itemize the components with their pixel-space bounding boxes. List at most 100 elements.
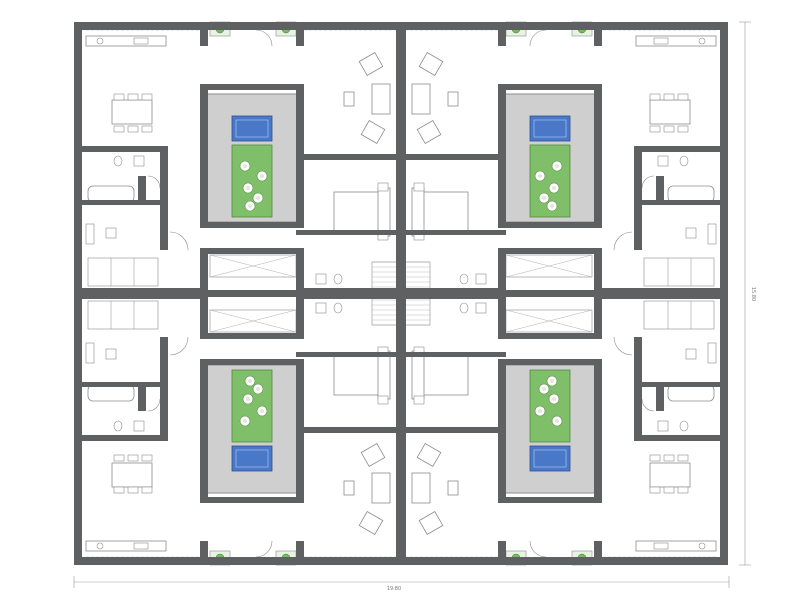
stove-icon [698,37,706,45]
washbasin-icon [475,302,487,314]
armchair-icon [360,120,386,144]
wall-segment [594,363,602,503]
wall-segment [296,427,396,433]
armchair-icon [360,443,386,467]
desk-icon [707,342,717,364]
wardrobe-icon [643,257,715,287]
dimension-width-label: 19.80 [387,586,401,592]
chair-icon [677,454,689,462]
wall-segment [200,22,208,46]
desk-icon [85,223,95,245]
wall-segment [160,337,168,387]
stove-icon [698,542,706,550]
wall-segment [160,200,168,250]
chair-icon [113,93,125,101]
door-swing-icon [255,540,273,558]
stove-icon [96,37,104,45]
wall-segment [656,385,664,411]
staircase-icon [371,296,401,326]
wall-segment [406,427,506,433]
tree-icon [246,186,250,190]
wall-segment [82,291,204,299]
wall-segment [594,248,602,296]
chair-icon [105,348,117,360]
unit-bottom-right-walls [396,291,728,565]
chair-icon [649,93,661,101]
wall-segment [74,22,401,30]
door-swing-icon [255,29,273,47]
walls-layer [74,22,728,565]
staircase-icon [401,261,431,291]
door-swing-icon [641,398,655,412]
toilet-icon [679,420,689,432]
chair-icon [663,125,675,133]
nightstand-icon [413,395,425,405]
toilet-icon [333,273,343,285]
toilet-icon [333,302,343,314]
furniture-layer [85,21,717,566]
armchair-icon [418,511,444,535]
wall-segment [404,291,498,299]
wall-segment [82,435,168,441]
tree-icon [260,409,264,413]
armchair-icon [416,120,442,144]
washbasin-icon [315,302,327,314]
tree-icon [246,397,250,401]
bed-headboard-icon [377,350,391,400]
storage-cross [505,309,593,333]
toilet-icon [113,155,123,167]
bathtub-icon [87,384,135,402]
dining-table-icon [111,99,153,125]
dining-table-icon [649,99,691,125]
wall-segment [498,291,506,339]
tree-icon [243,419,247,423]
wall-segment [498,248,506,296]
unit-bottom-left-floor [202,364,300,494]
wall-segment [594,22,602,46]
wall-segment [498,359,602,365]
tree-icon [256,196,260,200]
wall-segment [82,200,168,205]
wall-segment [138,176,146,202]
nightstand-icon [413,182,425,192]
wall-segment [200,291,304,297]
chair-icon [141,93,153,101]
tree-icon [256,387,260,391]
chair-icon [663,454,675,462]
toilet-icon [459,302,469,314]
wall-segment [598,291,720,299]
nightstand-icon [377,182,389,192]
wall-segment [634,435,720,441]
wall-segment [200,363,208,503]
nightstand-icon [377,395,389,405]
storage-cross [209,254,297,278]
chair-icon [105,227,117,239]
wall-segment [296,154,396,160]
wall-segment [720,293,728,565]
tree-icon [248,379,252,383]
stove-icon [96,542,104,550]
wall-segment [634,382,720,387]
bed-headboard-icon [411,187,425,237]
bed-headboard-icon [411,350,425,400]
armchair-icon [416,443,442,467]
tree-icon [248,204,252,208]
armchair-icon [418,52,444,76]
wall-segment [634,200,642,250]
tree-icon [555,164,559,168]
door-swing-icon [147,175,161,189]
sink-icon [653,542,669,550]
desk-icon [707,223,717,245]
wall-segment [634,385,642,441]
tree-icon [550,204,554,208]
armchair-icon [358,52,384,76]
wall-segment [594,291,602,339]
tree-icon [542,387,546,391]
wall-segment [138,385,146,411]
wall-segment [74,22,82,294]
chair-icon [113,125,125,133]
chair-icon [127,93,139,101]
dining-table-icon [111,462,153,488]
